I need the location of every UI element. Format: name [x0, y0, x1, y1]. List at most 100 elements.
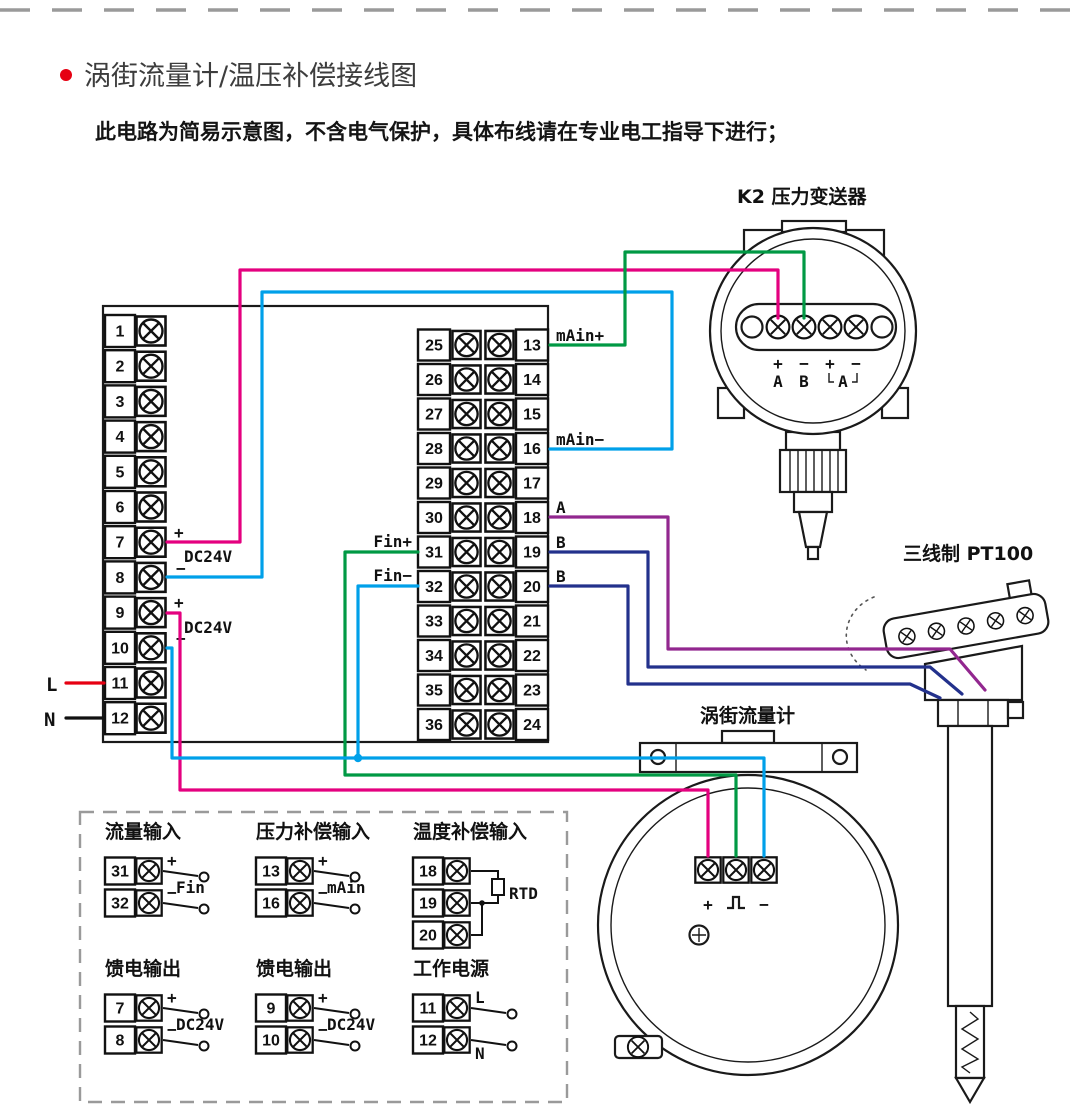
terminal-number-box [514, 569, 550, 604]
legend-terminal-point [198, 1040, 210, 1052]
flowmeter-terminal-minus [750, 856, 778, 884]
fin-plus-label: Fin+ [373, 532, 412, 551]
screw-terminal-icon [484, 398, 515, 430]
panel-labels: + DC24V − + DC24V − L N Fin+ Fin− mAin+ … [44, 326, 605, 731]
terminal-number: 18 [523, 510, 541, 527]
legend-terminal-point [349, 1008, 361, 1020]
feed2-name-label: DC24V [184, 618, 233, 637]
rtd-resistor-icon [491, 878, 505, 896]
wire-dc24v1-plus-to-transmitter [165, 268, 780, 544]
transmitter-sign: + [773, 354, 783, 373]
wire-rtd-b2-to-pt100 [548, 584, 942, 700]
screw-terminal-icon [484, 467, 515, 499]
terminal-number-box [103, 1025, 137, 1055]
screw-terminal-icon [484, 640, 515, 671]
terminal-number-box [103, 313, 137, 349]
terminal-number-box [514, 466, 550, 500]
pt100-head-body [923, 644, 1024, 702]
screw-terminal-icon [484, 502, 515, 533]
terminal-number-box [103, 701, 137, 736]
terminal-number: 7 [116, 535, 125, 552]
screw-terminal-icon [451, 536, 482, 568]
terminal-number-box [514, 431, 550, 466]
transmitter-stem [792, 490, 834, 514]
pt100-probe-tube [946, 724, 994, 1008]
screw-terminal-icon [484, 536, 515, 568]
feed1-minus-label: − [176, 559, 186, 578]
transmitter-sign: + [825, 354, 835, 373]
screw-terminal-icon [135, 667, 167, 699]
terminal-number: 10 [111, 640, 129, 657]
transmitter-process-tip [797, 510, 829, 549]
terminal-number-box [416, 673, 452, 707]
legend-terminal-point [349, 1040, 361, 1052]
fin-minus-label: Fin− [373, 566, 412, 585]
vortex-flowmeter-drawing: 涡街流量计 + − [596, 704, 900, 1077]
screw-terminal-icon [135, 994, 163, 1022]
terminal-number: 13 [262, 864, 280, 881]
terminal-number-box [416, 397, 452, 431]
terminal-number: 19 [523, 545, 541, 562]
terminal-number-box [103, 993, 137, 1023]
terminal-number: 24 [523, 717, 541, 734]
legend-sign: N [475, 1044, 485, 1063]
terminal-number: 13 [523, 338, 541, 355]
screw-terminal-icon [286, 1026, 314, 1054]
terminal-number: 4 [116, 429, 125, 446]
flowmeter-flange-hub [720, 729, 776, 745]
wire-rtd-a-to-pt100 [548, 515, 987, 692]
transmitter-letter-b: B [799, 372, 809, 391]
legend-terminal-point [349, 903, 361, 915]
terminal-number: 10 [262, 1033, 280, 1050]
terminal-number-box [514, 362, 550, 397]
transmitter-housing-inner [720, 238, 906, 424]
main-plus-label: mAin+ [556, 326, 605, 345]
terminal-number: 34 [425, 648, 443, 665]
terminal-number-box [416, 328, 452, 362]
screw-terminal-icon [135, 385, 167, 418]
terminal-number: 32 [111, 896, 129, 913]
screw-terminal-icon [451, 605, 482, 637]
terminal-number: 20 [523, 579, 541, 596]
transmitter-screw-minus-test [843, 314, 869, 340]
transmitter-tip-nub [806, 545, 820, 561]
screw-terminal-icon [443, 921, 471, 949]
screw-terminal-icon [443, 889, 471, 917]
legend-group-title: 温度补偿输入 [413, 820, 527, 843]
screw-terminal-icon [451, 433, 482, 464]
legend-sign: + [318, 988, 328, 1007]
flowmeter-housing-inner [610, 787, 886, 1063]
terminal-number-box [103, 856, 137, 886]
legend-terminal-point [198, 903, 210, 915]
pt100-collar-screw [1006, 700, 1025, 720]
legend-sign: + [167, 988, 177, 1007]
terminal-number: 2 [116, 359, 125, 376]
terminal-number: 11 [112, 676, 129, 693]
terminal-number-box [103, 560, 137, 595]
terminal-number: 19 [419, 896, 437, 913]
transmitter-letter-ammeter: A [838, 372, 848, 391]
terminal-number-box [411, 856, 445, 886]
transmitter-sign: − [799, 354, 809, 373]
legend-wire [162, 902, 199, 909]
terminal-number-box [416, 362, 452, 397]
transmitter-screw-plus-test [817, 314, 843, 340]
terminal-number-box [411, 888, 445, 918]
legend-group-title: 馈电输出 [105, 957, 181, 980]
terminal-number-box [103, 888, 137, 918]
terminal-number-box [103, 630, 137, 665]
legend-wire [162, 870, 199, 877]
legend-rtd-wire [471, 870, 499, 879]
screw-terminal-icon [451, 467, 482, 499]
screw-terminal-icon [135, 702, 167, 735]
terminal-number: 9 [116, 605, 125, 622]
main-minus-label: mAin− [556, 430, 605, 449]
flowmeter-ground-screw-icon [688, 924, 710, 946]
terminal-number-box [514, 328, 550, 362]
wire-junction-dot [353, 753, 363, 763]
legend-terminal-point [198, 1008, 210, 1020]
